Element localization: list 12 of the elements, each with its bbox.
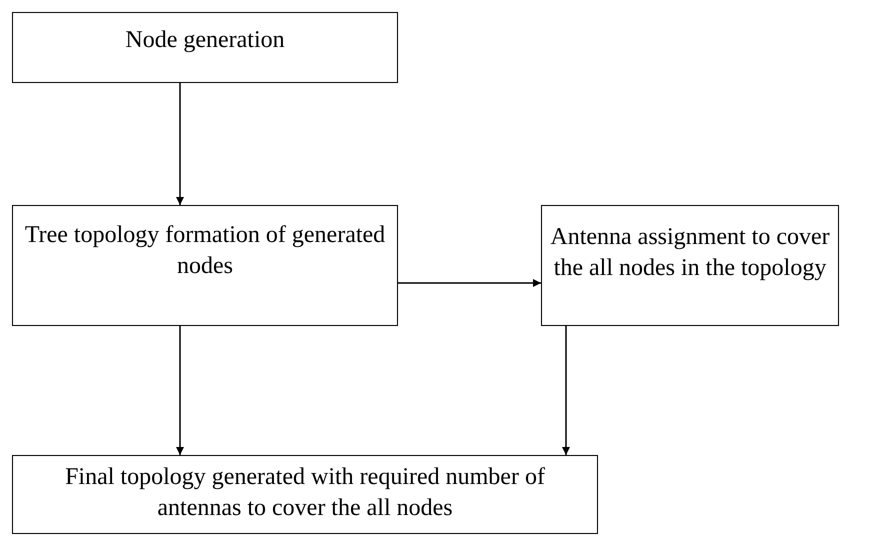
box-label: Node generation <box>125 26 285 55</box>
process-box <box>12 205 398 326</box>
arrow <box>176 83 184 205</box>
box-label: Final topology generated with required number of antennas to cover the all nodes <box>64 463 546 524</box>
process-box <box>12 455 598 534</box>
process-box <box>541 205 839 326</box>
process-box <box>12 12 398 83</box>
box-label: Tree topology formation of generated nodes <box>24 221 386 282</box>
arrow <box>562 326 570 455</box>
arrow <box>398 279 541 287</box>
arrow <box>176 326 184 455</box>
box-label: Antenna assignment to cover the all nodes in the topology <box>549 223 831 284</box>
